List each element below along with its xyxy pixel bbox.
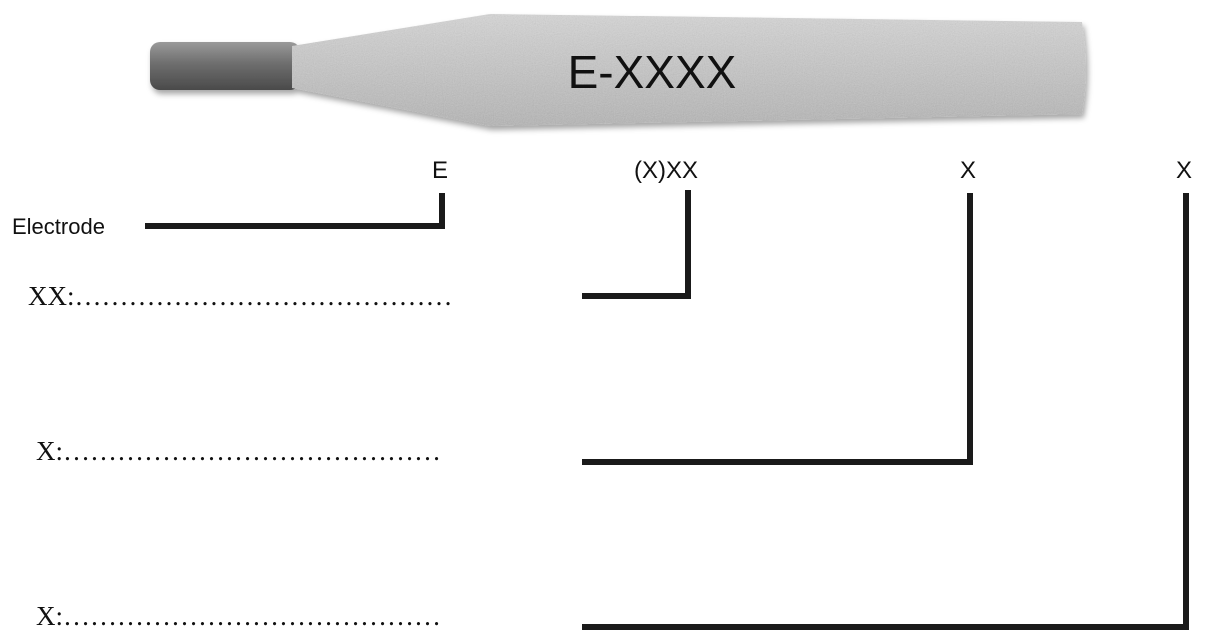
- connector-strength: [582, 190, 691, 299]
- strength-blank[interactable]: XX:……………………………………: [28, 281, 453, 311]
- code-prefix-label: E: [432, 157, 448, 184]
- rod-flux-coating: [292, 14, 1086, 126]
- position-blank[interactable]: X:……………………………………: [36, 436, 441, 466]
- connector-position: [582, 193, 973, 465]
- code-strength-label: (X)XX: [634, 157, 698, 184]
- coating-blank[interactable]: X:……………………………………: [36, 601, 441, 631]
- code-position-label: X: [960, 157, 976, 184]
- connector-coating: [582, 193, 1189, 630]
- electrode-label: Electrode: [12, 214, 105, 239]
- rod-bare-tip: [150, 42, 300, 90]
- electrode-rod: [150, 14, 1086, 126]
- code-coating-label: X: [1176, 157, 1192, 184]
- connector-electrode: [145, 193, 445, 229]
- electrode-designation: E-XXXX: [568, 46, 737, 98]
